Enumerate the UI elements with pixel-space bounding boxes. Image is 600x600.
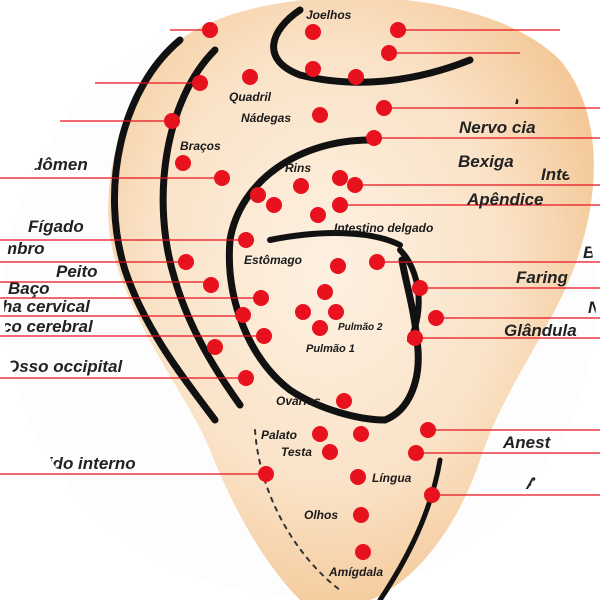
label-osso-occipital: Osso occipital	[6, 357, 123, 376]
label-pulmao1: Pulmão 1	[306, 343, 355, 355]
acupoints	[164, 22, 444, 560]
label-intestino-grosso: Inte	[541, 165, 571, 184]
point-peito	[203, 277, 219, 293]
point-right-a	[390, 22, 406, 38]
label-pulmao2: Pulmão 2	[338, 322, 383, 333]
label-palato: Palato	[261, 428, 297, 442]
point-cervical	[235, 307, 251, 323]
point-boca	[369, 254, 385, 270]
inner-labels: Joelhos Quadril Nádegas Braços Rins Inte…	[180, 8, 433, 579]
label-ombro: mbro	[2, 239, 45, 258]
label-nadegas: Nádegas	[241, 111, 291, 125]
point-estomago	[330, 258, 346, 274]
point-abdomen	[214, 170, 230, 186]
point-rins-c	[266, 197, 282, 213]
label-coluna-cervical: ha cervical	[2, 297, 91, 316]
label-anestesia: Anest	[502, 433, 552, 452]
label-figado: Fígado	[28, 217, 84, 236]
point-nariz	[428, 310, 444, 326]
label-fragment-a: A	[525, 474, 538, 493]
point-rins	[293, 178, 309, 194]
helix-line-inner	[159, 46, 244, 409]
label-abdomen: dômen	[32, 155, 88, 174]
antihelix-upper	[270, 6, 474, 86]
point-quadril	[242, 69, 258, 85]
label-intestino-delgado: Intestino delgado	[334, 221, 433, 235]
label-ouvido-interno: uvido interno	[28, 454, 136, 473]
concha-crus	[267, 230, 403, 248]
label-tronco-cerebral: co cerebral	[2, 317, 94, 336]
point-intestino-b	[347, 177, 363, 193]
point-left-occ	[207, 339, 223, 355]
point-baco	[253, 290, 269, 306]
point-palato-b	[322, 444, 338, 460]
point-pulmao2	[312, 320, 328, 336]
point-faringe	[412, 280, 428, 296]
point-pulmao-b	[295, 304, 311, 320]
point-amigdala	[355, 544, 371, 560]
point-cerebral	[256, 328, 272, 344]
point-left-2	[164, 113, 180, 129]
point-bexiga	[366, 130, 382, 146]
label-faringe: Faring	[516, 268, 569, 287]
point-lingua	[350, 469, 366, 485]
ear-shape	[108, 0, 594, 600]
point-ombro	[178, 254, 194, 270]
point-nervo-ciatico	[376, 100, 392, 116]
point-delgado	[310, 207, 326, 223]
point-bracos	[175, 155, 191, 171]
label-glandulas: Glândula	[504, 321, 577, 340]
point-rins-b	[250, 187, 266, 203]
point-anestesia	[420, 422, 436, 438]
label-bracos: Braços	[180, 139, 221, 153]
label-nervo-ciatico: Nervo cia	[459, 118, 536, 137]
label-ovarios: Ovários	[276, 394, 321, 408]
point-olhos	[353, 507, 369, 523]
point-intestino-a	[332, 170, 348, 186]
point-ouvido	[258, 466, 274, 482]
point-pulmao-a	[317, 284, 333, 300]
point-glandulas	[407, 330, 423, 346]
point-nadegas	[312, 107, 328, 123]
ear-group	[108, 0, 594, 600]
label-estomago: Estômago	[244, 253, 302, 267]
label-apendice: Apêndice	[466, 190, 544, 209]
label-lingua: Língua	[372, 471, 412, 485]
label-bexiga: Bexiga	[458, 152, 514, 171]
lobe-right-line	[377, 457, 443, 600]
label-joelhos: Joelhos	[306, 8, 352, 22]
point-figado	[238, 232, 254, 248]
point-right-13	[424, 487, 440, 503]
leader-lines	[0, 29, 600, 496]
point-top-left	[202, 22, 218, 38]
point-quadril-a	[305, 61, 321, 77]
point-quadril-b	[348, 69, 364, 85]
point-apendice	[332, 197, 348, 213]
label-nariz: N	[588, 298, 600, 317]
point-joelhos	[305, 24, 321, 40]
label-rins: Rins	[285, 161, 311, 175]
label-olhos: Olhos	[304, 508, 338, 522]
point-pulmao-c	[328, 304, 344, 320]
point-palato	[312, 426, 328, 442]
point-testa	[353, 426, 369, 442]
label-baco: Baço	[8, 279, 50, 298]
label-testa: Testa	[281, 445, 312, 459]
point-top-left-2	[192, 75, 208, 91]
point-right-12	[408, 445, 424, 461]
label-peito: Peito	[56, 262, 98, 281]
point-ovarios	[336, 393, 352, 409]
helix-line-outer	[110, 36, 219, 424]
point-right-b	[381, 45, 397, 61]
label-amigdala: Amígdala	[328, 565, 383, 579]
outer-labels: dômen Fígado mbro Peito Baço ha cervical…	[2, 89, 600, 493]
label-boca: B	[583, 243, 595, 262]
point-occipital	[238, 370, 254, 386]
label-quadril: Quadril	[229, 90, 272, 104]
lobe-line	[254, 429, 341, 591]
